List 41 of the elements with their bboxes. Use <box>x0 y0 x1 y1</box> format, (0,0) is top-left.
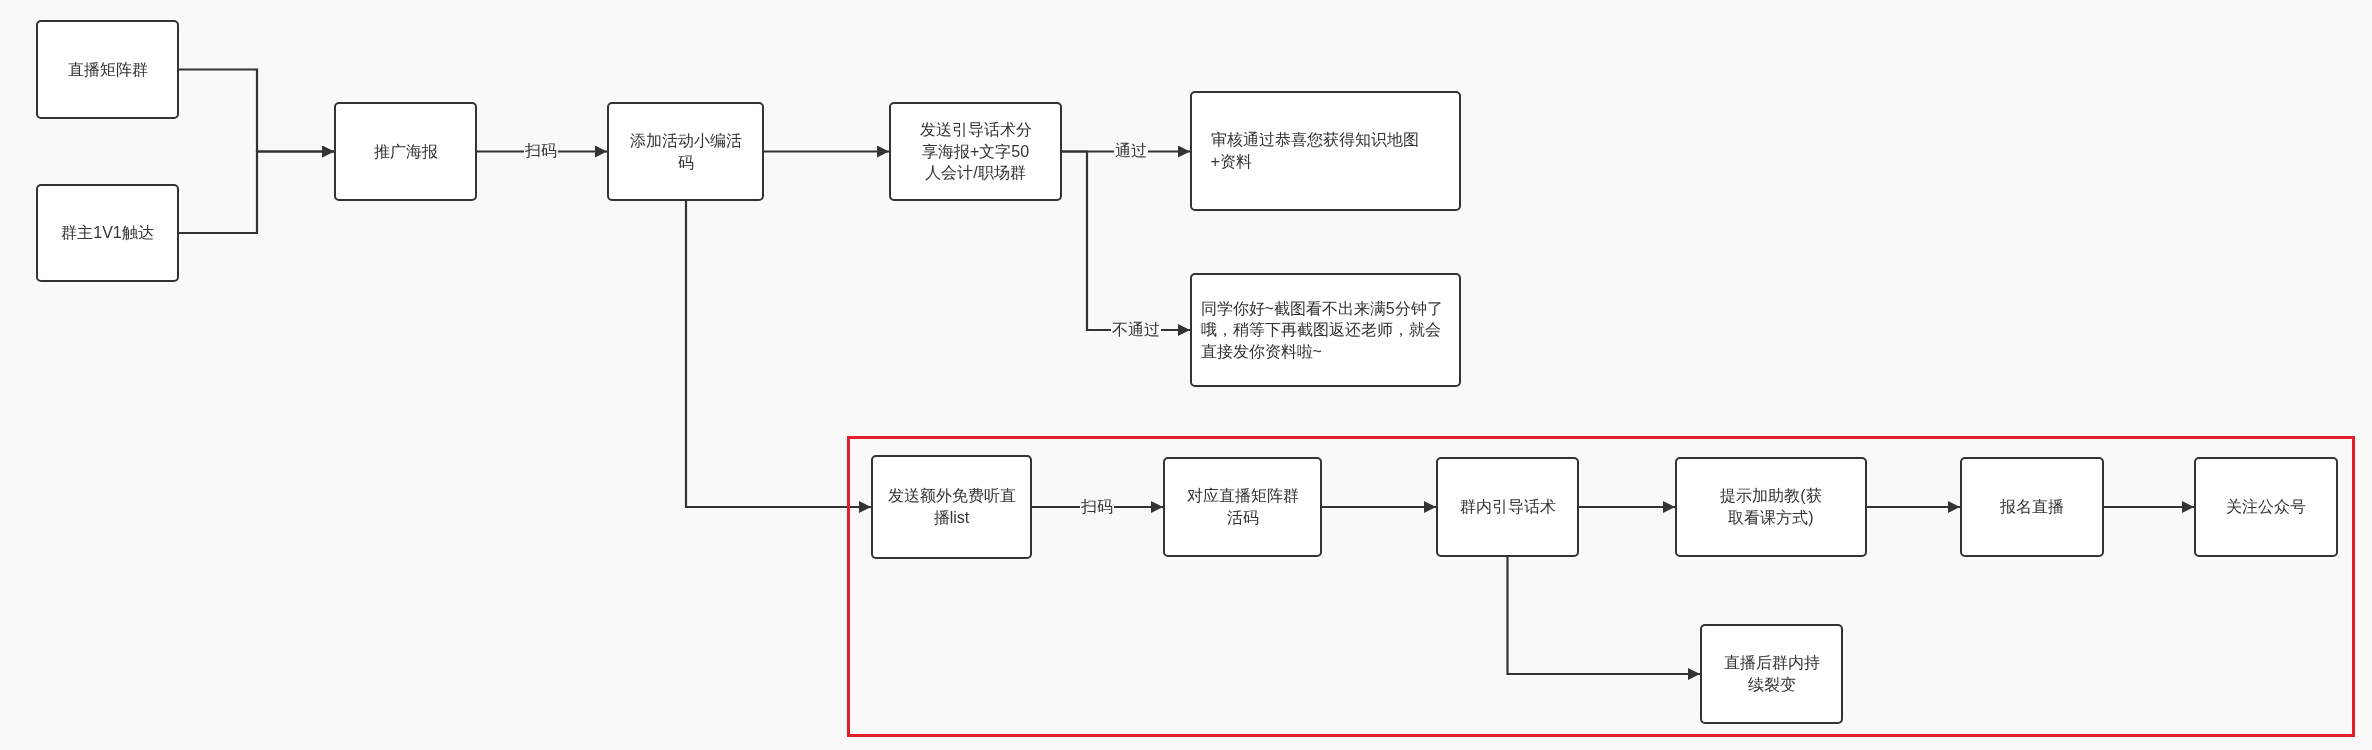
process-box <box>607 102 764 201</box>
box-label: 同学你好~截图看不出来满5分钟了哦，稍等下再截图返还老师，就会直接发你资料啦~ <box>1200 298 1444 362</box>
process-box <box>1960 457 2104 557</box>
arrow <box>1322 501 1436 513</box>
process-box <box>1675 457 1867 557</box>
box-label: 发送引导话术分享海报+文字50人会计/职场群 <box>918 120 1033 184</box>
box-label: 报名直播 <box>2000 497 2064 518</box>
arrow <box>1506 557 1700 680</box>
edge-label: 扫码 <box>1080 497 1114 517</box>
arrow <box>2104 501 2194 513</box>
process-box <box>36 20 179 119</box>
process-box <box>1436 457 1579 557</box>
box-label: 直播后群内持续裂变 <box>1722 653 1821 695</box>
process-box <box>1190 91 1461 211</box>
process-box <box>2194 457 2338 557</box>
arrow <box>684 201 871 513</box>
process-box <box>1190 273 1461 387</box>
arrow <box>764 145 889 158</box>
box-label: 对应直播矩阵群活码 <box>1185 486 1300 528</box>
box-label: 提示加助教(获取看课方式) <box>1719 486 1823 528</box>
process-box <box>1163 457 1322 557</box>
process-box <box>1700 624 1843 724</box>
box-label: 关注公众号 <box>2226 497 2306 518</box>
edge-label: 通过 <box>1114 141 1148 161</box>
box-label: 群主1V1触达 <box>61 223 154 244</box>
box-label: 群内引导话术 <box>1459 497 1556 518</box>
edge-label: 不通过 <box>1111 320 1161 340</box>
group-frame <box>847 436 2355 737</box>
arrow <box>1867 501 1960 513</box>
process-box <box>334 102 477 201</box>
process-box <box>871 455 1032 559</box>
process-box <box>889 102 1062 201</box>
box-label: 直播矩阵群 <box>67 59 148 80</box>
edge-label: 扫码 <box>524 141 558 161</box>
box-label: 添加活动小编活码 <box>628 130 743 173</box>
box-label: 审核通过恭喜您获得知识地图+资料 <box>1210 130 1420 172</box>
box-label: 推广海报 <box>373 141 438 162</box>
box-label: 发送额外免费听直播list <box>886 486 1017 528</box>
arrow <box>179 145 334 235</box>
arrow <box>1579 501 1675 513</box>
process-box <box>36 184 179 282</box>
